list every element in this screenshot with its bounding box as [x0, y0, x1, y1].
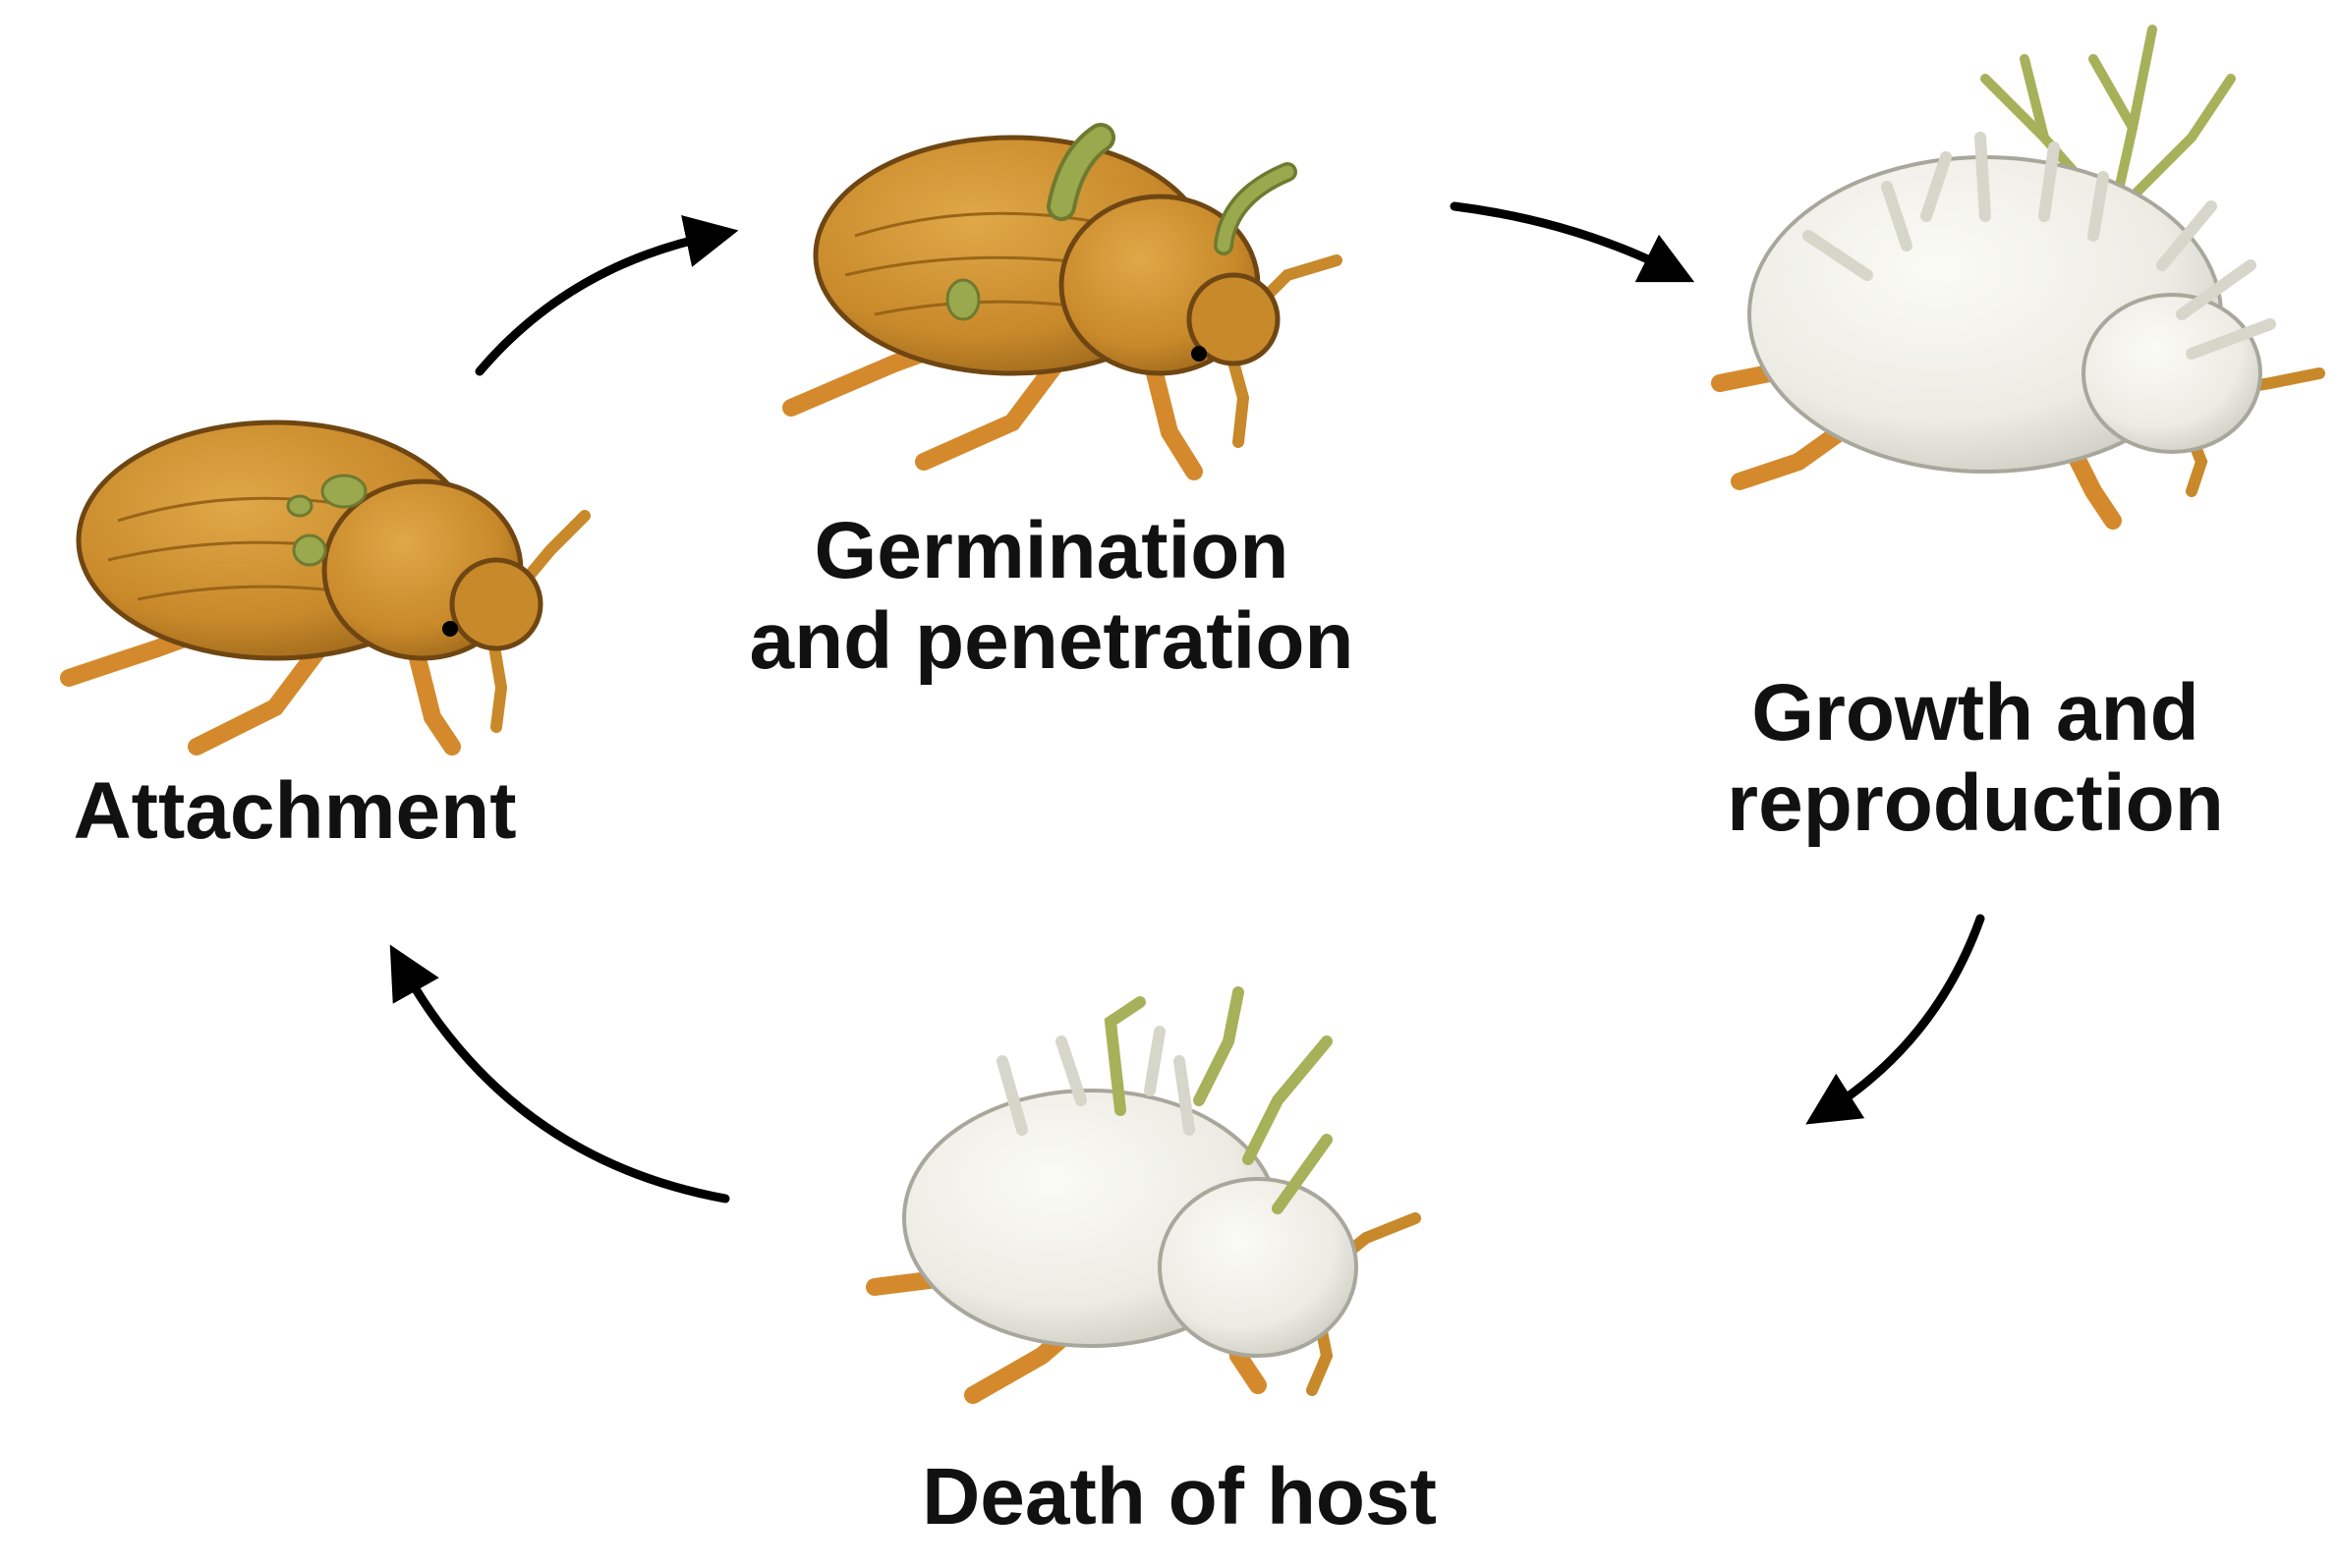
- arrow-death-to-attachment: [389, 944, 730, 1204]
- beetle-attachment-illustration: [60, 420, 591, 756]
- germination-label-line2: and penetration: [749, 595, 1354, 686]
- death-label-text: Death of host: [922, 1452, 1437, 1541]
- growth-label-line1: Growth and: [1751, 668, 2199, 757]
- arrow-germination-to-growth: [1450, 201, 1695, 283]
- stage-label-attachment: Attachment: [29, 766, 560, 857]
- stage-label-death: Death of host: [865, 1452, 1494, 1542]
- fungus-covered-beetle-death-illustration: [866, 986, 1421, 1404]
- stage-label-growth: Growth and reproduction: [1671, 668, 2280, 849]
- attachment-label-text: Attachment: [73, 766, 517, 856]
- arrow-attachment-to-germination: [475, 215, 739, 376]
- fungus-covered-beetle-growth-illustration: [1711, 25, 2325, 530]
- stage-label-germination: Germination and penetration: [688, 506, 1415, 687]
- beetle-germination-illustration: [782, 123, 1342, 480]
- arrow-growth-to-death: [1805, 914, 1985, 1125]
- cycle-arrows: [389, 201, 1985, 1204]
- growth-label-line2: reproduction: [1727, 757, 2224, 848]
- germination-label-line1: Germination: [814, 506, 1289, 595]
